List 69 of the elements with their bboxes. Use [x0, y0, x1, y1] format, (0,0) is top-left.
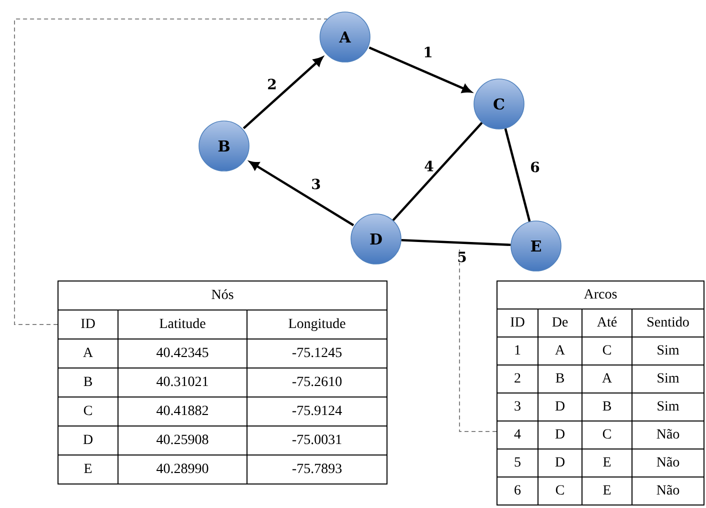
table-header: ID [81, 318, 95, 328]
table-cell: Não [656, 485, 680, 495]
table-header: Sentido [648, 316, 689, 327]
circle-node: D [350, 214, 402, 264]
table-cell: B [556, 373, 564, 383]
circle-node: A [320, 12, 370, 62]
table-cell: B [602, 401, 611, 411]
table-cell: 6 [514, 485, 521, 495]
connector-line [392, 122, 483, 221]
table-header: De [552, 317, 568, 327]
connector-line [401, 238, 511, 246]
table-cell: 5 [514, 457, 520, 467]
table-title: Arcos [584, 289, 617, 299]
table-cell: 40.31021 [156, 376, 208, 386]
circle-node: B [198, 120, 250, 172]
edge-label: 2 [266, 78, 278, 90]
table-cell: -75.9124 [292, 406, 342, 416]
table-header: ID [510, 317, 524, 327]
table-cell: 40.25908 [156, 434, 208, 444]
table-header: Latitude [160, 318, 206, 328]
arrow [368, 46, 472, 93]
table-cell: -75.7893 [292, 464, 342, 474]
table-header: Até [597, 316, 617, 327]
table-cell: E [84, 464, 92, 473]
edge-label: 5 [456, 251, 468, 263]
table-cell: -75.1245 [292, 348, 342, 358]
table-cell: 40.28990 [156, 464, 208, 474]
table-cell: Sim [658, 401, 680, 411]
arrow [242, 56, 323, 130]
table-cell: -75.2610 [292, 376, 342, 386]
edge-label: 4 [424, 160, 434, 172]
table-cell: Sim [658, 345, 680, 355]
edge-label: 3 [310, 178, 322, 190]
table-cell: 1 [515, 345, 520, 354]
table-cell: E [603, 457, 611, 466]
table-cell: 40.41882 [156, 406, 208, 416]
table-cell: C [602, 429, 611, 439]
table-cell: D [555, 429, 564, 439]
table-cell: Sim [658, 373, 680, 383]
connector-line [504, 128, 531, 222]
table-cell: C [556, 485, 564, 495]
table-cell: Não [656, 429, 680, 439]
table-cell: C [84, 406, 92, 416]
leader-line [14, 18, 328, 325]
table-cell: 2 [514, 373, 520, 382]
arrow [250, 161, 354, 226]
table-cell: A [555, 345, 565, 354]
circle-node: E [510, 220, 562, 272]
table-cell: D [83, 434, 92, 444]
table-cell: Não [656, 457, 680, 467]
table-header: Longitude [288, 318, 346, 332]
leader-line [459, 249, 497, 432]
table-cell: C [602, 345, 611, 355]
table-cell: E [603, 485, 611, 494]
data-table [496, 280, 704, 506]
circle-node: C [474, 78, 524, 130]
table-cell: 4 [514, 429, 521, 438]
table-title: Nós [212, 289, 234, 300]
edge-label: 1 [422, 46, 434, 58]
table-cell: -75.0031 [292, 434, 342, 444]
table-cell: 40.42345 [156, 348, 208, 358]
table-cell: B [84, 376, 92, 386]
table-cell: D [555, 401, 564, 411]
table-cell: A [602, 373, 612, 382]
edge-label: 6 [530, 161, 540, 173]
table-cell: D [555, 457, 564, 467]
table-cell: 3 [514, 401, 520, 411]
table-cell: A [83, 348, 93, 357]
data-table [58, 280, 388, 484]
